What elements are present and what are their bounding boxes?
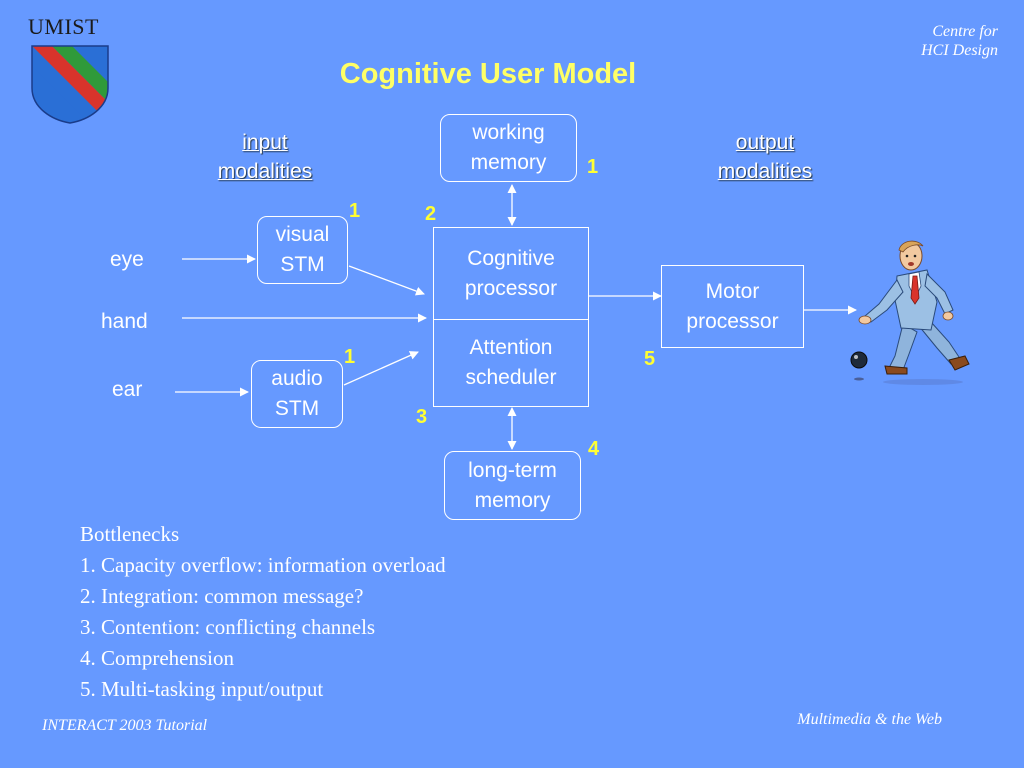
working-memory-line-2: memory xyxy=(470,151,547,174)
bottleneck-item: 4. Comprehension xyxy=(80,646,234,670)
input-heading-line-1: input xyxy=(242,131,288,154)
visual-stm-line-1: visual xyxy=(275,223,330,246)
working-memory-box: working memory xyxy=(440,114,577,182)
bottlenecks-list: Bottlenecks 1. Capacity overflow: inform… xyxy=(80,519,446,705)
working-memory-line-1: working xyxy=(472,121,545,144)
long-term-memory-line-2: memory xyxy=(474,488,551,512)
bottlenecks-title: Bottlenecks xyxy=(80,522,180,546)
cognitive-processor-box: Cognitive processor xyxy=(433,227,589,320)
visual-stm-box: visual STM xyxy=(257,216,348,284)
cognitive-processor-line-2: processor xyxy=(464,276,558,300)
input-eye-label: eye xyxy=(110,248,144,271)
number-audio-stm: 1 xyxy=(344,346,356,368)
long-term-memory-line-1: long-term xyxy=(468,458,557,482)
slide-title: Cognitive User Model xyxy=(339,58,637,90)
number-working-memory: 1 xyxy=(587,156,599,178)
umist-logo-text: UMIST xyxy=(28,14,99,39)
centre-label: Centre for HCI Design xyxy=(838,22,998,60)
visual-stm-line-2: STM xyxy=(280,253,325,276)
arrow-audio-to-processor xyxy=(343,351,419,386)
audio-stm-box: audio STM xyxy=(251,360,343,428)
output-modalities-heading: output modalities xyxy=(690,128,840,186)
bottleneck-item: 3. Contention: conflicting channels xyxy=(80,615,376,639)
arrow-visual-to-processor xyxy=(348,265,425,296)
output-heading-line-1: output xyxy=(735,131,795,154)
attention-scheduler-line-2: scheduler xyxy=(465,366,557,389)
centre-line-1: Centre for xyxy=(932,23,998,40)
motor-processor-line-1: Motor xyxy=(705,279,760,303)
audio-stm-line-2: STM xyxy=(274,397,320,420)
centre-line-2: HCI Design xyxy=(921,42,998,59)
attention-scheduler-line-1: Attention xyxy=(469,336,553,359)
number-visual-stm: 1 xyxy=(349,200,361,222)
cognitive-processor-line-1: Cognitive xyxy=(467,246,555,270)
number-long-term: 4 xyxy=(588,438,600,460)
footer-section-label: Multimedia & the Web xyxy=(797,711,942,728)
input-heading-line-2: modalities xyxy=(217,160,313,183)
input-ear-label: ear xyxy=(112,378,143,401)
number-cognitive: 2 xyxy=(425,203,437,225)
input-hand-label: hand xyxy=(101,310,148,333)
motor-processor-box: Motor processor xyxy=(661,265,804,348)
footer-tutorial-label: INTERACT 2003 Tutorial xyxy=(42,717,208,734)
number-motor: 5 xyxy=(644,348,656,370)
input-modalities-heading: input modalities xyxy=(190,128,340,186)
audio-stm-line-1: audio xyxy=(271,367,323,390)
number-attention: 3 xyxy=(416,406,428,428)
umist-shield-logo xyxy=(31,45,109,124)
bowling-man-illustration xyxy=(850,240,970,385)
bottleneck-item: 5. Multi-tasking input/output xyxy=(80,677,324,701)
bottleneck-item: 2. Integration: common message? xyxy=(80,584,364,608)
output-heading-line-2: modalities xyxy=(717,160,813,183)
attention-scheduler-box: Attention scheduler xyxy=(433,319,589,407)
bottleneck-item: 1. Capacity overflow: information overlo… xyxy=(80,553,446,577)
long-term-memory-box: long-term memory xyxy=(444,451,581,520)
motor-processor-line-2: processor xyxy=(686,309,779,333)
